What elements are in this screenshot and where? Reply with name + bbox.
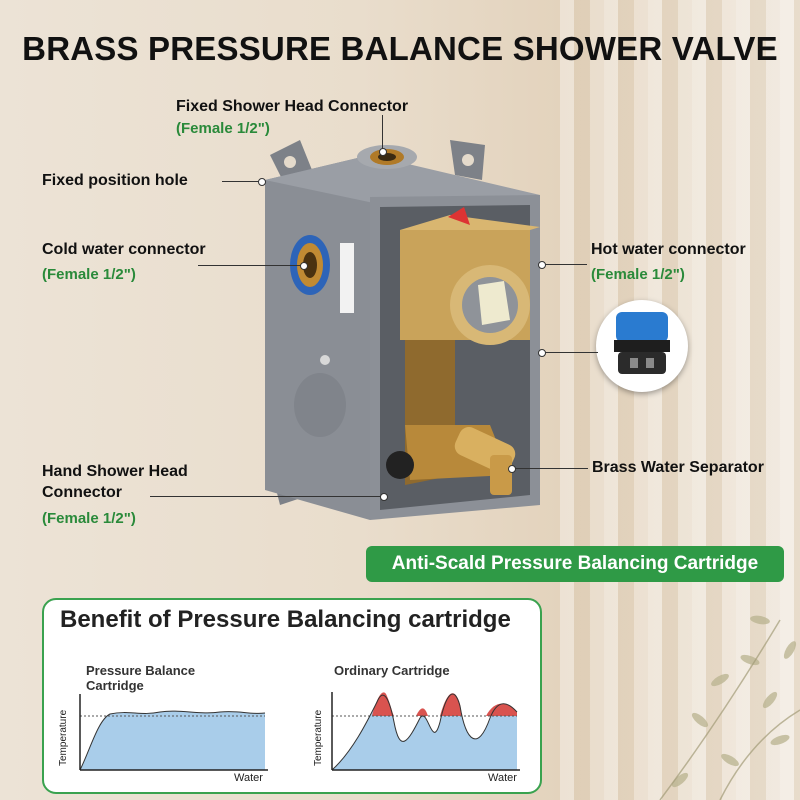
plant-decoration xyxy=(659,615,800,800)
label-fixed-shower-head: Fixed Shower Head Connector xyxy=(176,98,409,115)
leader-line xyxy=(150,496,383,497)
label-hot-water-sub: (Female 1/2") xyxy=(591,266,685,283)
leader-dot xyxy=(538,261,546,269)
leader-dot xyxy=(379,148,387,156)
leader-dot xyxy=(508,465,516,473)
chart2-title: Ordinary Cartridge xyxy=(334,663,450,678)
chart1-xlabel: Water xyxy=(234,772,263,784)
chart-pressure-balance xyxy=(79,694,268,771)
chart-ordinary-cartridge xyxy=(331,692,520,771)
leader-line xyxy=(198,265,303,266)
label-fixed-shower-head-sub: (Female 1/2") xyxy=(176,120,270,137)
chart2-xlabel: Water xyxy=(488,772,517,784)
cartridge-inset-image xyxy=(596,300,688,392)
label-brass-water-separator: Brass Water Separator xyxy=(592,459,764,476)
page-title: BRASS PRESSURE BALANCE SHOWER VALVE xyxy=(22,30,778,67)
leader-dot xyxy=(538,349,546,357)
chart1-title-2: Cartridge xyxy=(86,678,144,693)
leader-line xyxy=(542,264,587,265)
label-hand-shower-head-2: Connector xyxy=(42,484,122,501)
label-hand-shower-head-sub: (Female 1/2") xyxy=(42,510,136,527)
label-cold-water-sub: (Female 1/2") xyxy=(42,266,136,283)
anti-scald-banner: Anti-Scald Pressure Balancing Cartridge xyxy=(366,546,784,582)
chart1-title-1: Pressure Balance xyxy=(86,663,196,678)
chart1-ylabel: Temperature xyxy=(58,709,69,766)
chart2-ylabel: Temperature xyxy=(313,709,324,766)
leader-line xyxy=(512,468,588,469)
leader-line xyxy=(222,181,262,182)
leader-line xyxy=(382,115,383,153)
leader-dot xyxy=(380,493,388,501)
valve-box-image xyxy=(265,140,540,520)
label-cold-water-connector: Cold water connector xyxy=(42,241,206,258)
label-fixed-position-hole: Fixed position hole xyxy=(42,172,188,189)
leader-dot xyxy=(300,262,308,270)
leader-dot xyxy=(258,178,266,186)
curtain-background xyxy=(560,0,800,800)
label-hot-water-connector: Hot water connector xyxy=(591,241,746,258)
benefit-title: Benefit of Pressure Balancing cartridge xyxy=(60,606,511,633)
label-hand-shower-head-1: Hand Shower Head xyxy=(42,463,188,480)
leader-line xyxy=(542,352,598,353)
